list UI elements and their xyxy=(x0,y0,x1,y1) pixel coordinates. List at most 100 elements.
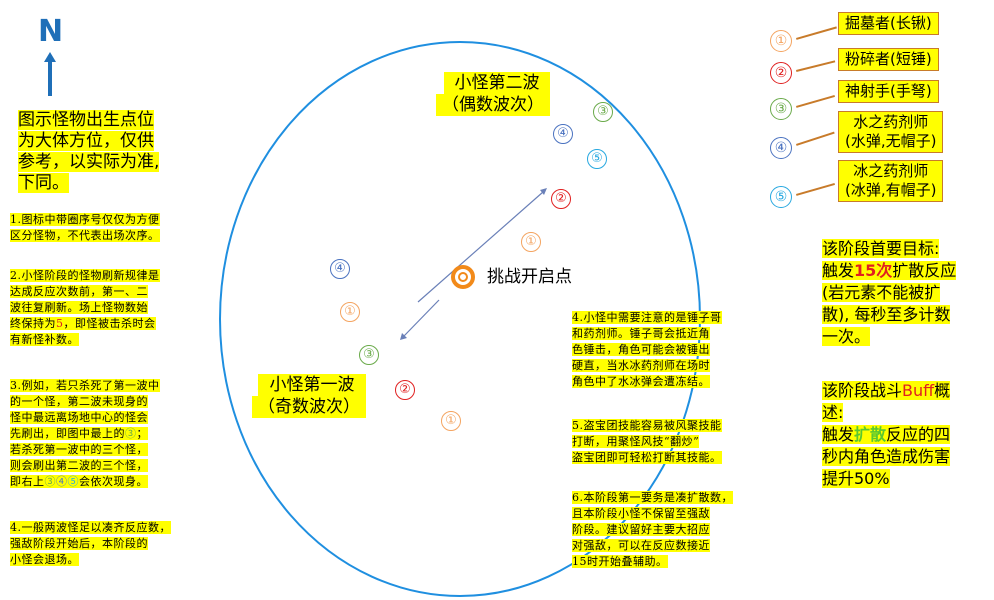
note-line: 1.图标中带圈序号仅仅为方便 xyxy=(10,213,160,226)
note-line: 6.本阶段第一要务是凑扩散数， xyxy=(572,491,733,504)
note-text: ； xyxy=(136,427,148,440)
wave1-subtitle: （奇数波次） xyxy=(252,396,366,418)
buff-text: 该阶段战斗 xyxy=(822,381,903,400)
goal-text: 触发 xyxy=(822,261,855,280)
legend-entry-marksman: 神射手(手弩) xyxy=(838,80,939,103)
intro-note: 图示怪物出生点位 为大体方位，仅供 参考，以实际为准, 下同。 xyxy=(18,110,196,194)
monster-count: 5 xyxy=(56,317,64,330)
note-2: 2.小怪阶段的怪物刷新规律是 达成反应次数前，第一、二 波往复刷新。场上怪物数始… xyxy=(10,268,160,348)
note-line: 硬直，当水冰药剂师在场时 xyxy=(572,359,710,372)
swirl-keyword: 扩散 xyxy=(854,425,887,444)
legend-line-1: 冰之药剂师 xyxy=(853,162,929,180)
legend-entry-cryo-potioneer: 冰之药剂师 (冰弹,有帽子) xyxy=(838,160,944,202)
legend-connector xyxy=(796,131,835,146)
note-line: 先刷出，即图中最上的③； xyxy=(10,427,148,440)
note-line: 有新怪补数。 xyxy=(10,333,79,346)
note-line: 即右上③④⑤会依次现身。 xyxy=(10,475,148,488)
wave1-direction-arrow xyxy=(400,299,440,340)
goal-line: (岩元素不能被扩 xyxy=(822,283,941,302)
note-line: 和药剂师。锤子哥会抵近角 xyxy=(572,327,710,340)
note-line: 则会刷出第二波的三个怪， xyxy=(10,459,148,472)
note-text: 即右上 xyxy=(10,475,45,488)
spawn-marker-wave1-4: ④ xyxy=(330,259,350,279)
goal-text: 扩散反应 xyxy=(892,261,957,280)
note-line: 且本阶段小怪不保留至强敌 xyxy=(572,507,710,520)
wave1-label: 小怪第一波 （奇数波次） xyxy=(252,374,366,418)
marker-ref: ④ xyxy=(56,475,68,488)
note-line: 15时开始叠辅助。 xyxy=(572,555,668,568)
note-line: 色锤击，角色可能会被锤出 xyxy=(572,343,710,356)
note-line: 小怪会退场。 xyxy=(10,553,79,566)
goal-line: 该阶段首要目标: xyxy=(822,239,940,258)
buff-line: 触发扩散反应的四 xyxy=(822,425,951,444)
intro-line: 为大体方位，仅供 xyxy=(18,131,154,151)
note-line: 区分怪物，不代表出场次序。 xyxy=(10,229,160,242)
buff-text: 概 xyxy=(934,381,951,400)
spawn-marker-wave2-1: ① xyxy=(521,232,541,252)
wave2-direction-arrow xyxy=(417,188,547,303)
buff-line: 提升50% xyxy=(822,469,890,488)
buff-word: Buff xyxy=(902,381,935,400)
legend-marker-5: ⑤ xyxy=(770,186,792,208)
stage-goal: 该阶段首要目标: 触发15次扩散反应 (岩元素不能被扩 散), 每秒至多计数 一… xyxy=(822,238,988,348)
legend-connector xyxy=(796,182,835,196)
legend-marker-4: ④ xyxy=(770,137,792,159)
goal-line: 散), 每秒至多计数 xyxy=(822,305,951,324)
note-line: 阶段。建议留好主要大招应 xyxy=(572,523,710,536)
legend-entry-gravedigger: 掘墓者(长锹) xyxy=(838,12,939,35)
note-line: 怪中最远离场地中心的怪会 xyxy=(10,411,148,424)
spawn-marker-wave2-5: ⑤ xyxy=(587,149,607,169)
legend-line-2: (冰弹,有帽子) xyxy=(845,181,937,199)
note-text: ，即怪被击杀时会 xyxy=(63,317,156,330)
challenge-start-point-icon xyxy=(451,265,475,289)
reaction-count: 15次 xyxy=(854,261,893,280)
note-line: 打断，用聚怪风技“翻炒” xyxy=(572,435,700,448)
legend-entry-crusher: 粉碎者(短锤) xyxy=(838,48,939,71)
legend-marker-1: ① xyxy=(770,30,792,52)
note-1: 1.图标中带圈序号仅仅为方便 区分怪物，不代表出场次序。 xyxy=(10,212,160,244)
legend-connector xyxy=(796,60,836,72)
note-line: 角色中了水冰弹会遭冻结。 xyxy=(572,375,710,388)
goal-line: 触发15次扩散反应 xyxy=(822,261,957,280)
note-line: 的一个怪，第二波未现身的 xyxy=(10,395,148,408)
buff-line: 秒内角色造成伤害 xyxy=(822,447,951,466)
note-line: 达成反应次数前，第一、二 xyxy=(10,285,148,298)
note-text: 先刷出，即图中最上的 xyxy=(10,427,125,440)
wave2-label: 小怪第二波 （偶数波次） xyxy=(436,72,550,116)
legend-marker-3: ③ xyxy=(770,98,792,120)
legend-line-1: 水之药剂师 xyxy=(853,113,929,131)
note-line: 4.一般两波怪足以凑齐反应数， xyxy=(10,521,171,534)
legend-connector xyxy=(796,26,837,40)
spawn-marker-wave1-2: ② xyxy=(395,380,415,400)
note-line: 终保持为5，即怪被击杀时会 xyxy=(10,317,156,330)
note-4b: 4.小怪中需要注意的是锤子哥 和药剂师。锤子哥会抵近角 色锤击，角色可能会被锤出… xyxy=(572,310,722,390)
spawn-marker-wave1-3: ③ xyxy=(359,345,379,365)
note-4: 4.一般两波怪足以凑齐反应数， 强敌阶段开始后，本阶段的 小怪会退场。 xyxy=(10,520,171,568)
note-line: 若杀死第一波中的三个怪， xyxy=(10,443,148,456)
note-line: 5.盗宝团技能容易被风聚技能 xyxy=(572,419,722,432)
legend-marker-2: ② xyxy=(770,62,792,84)
note-line: 4.小怪中需要注意的是锤子哥 xyxy=(572,311,722,324)
spawn-marker-wave2-3: ③ xyxy=(593,102,613,122)
buff-text: 反应的四 xyxy=(886,425,951,444)
stage-buff: 该阶段战斗Buff概 述: 触发扩散反应的四 秒内角色造成伤害 提升50% xyxy=(822,380,988,490)
note-text: 会依次现身。 xyxy=(79,475,148,488)
wave2-title: 小怪第二波 xyxy=(444,72,550,94)
marker-ref: ⑤ xyxy=(67,475,79,488)
wave1-title: 小怪第一波 xyxy=(258,374,366,396)
challenge-start-label: 挑战开启点 xyxy=(487,267,572,287)
marker-ref: ③ xyxy=(44,475,56,488)
intro-line: 图示怪物出生点位 xyxy=(18,110,154,130)
note-3: 3.例如，若只杀死了第一波中 的一个怪，第二波未现身的 怪中最远离场地中心的怪会… xyxy=(10,378,160,490)
note-line: 盗宝团即可轻松打断其技能。 xyxy=(572,451,722,464)
north-arrow-icon xyxy=(44,52,56,96)
spawn-marker-wave2-4: ④ xyxy=(553,124,573,144)
note-6: 6.本阶段第一要务是凑扩散数， 且本阶段小怪不保留至强敌 阶段。建议留好主要大招… xyxy=(572,490,733,570)
note-line: 2.小怪阶段的怪物刷新规律是 xyxy=(10,269,160,282)
note-text: 终保持为 xyxy=(10,317,56,330)
intro-line: 下同。 xyxy=(18,173,69,193)
legend-entry-hydro-potioneer: 水之药剂师 (水弹,无帽子) xyxy=(838,111,944,153)
wave2-subtitle: （偶数波次） xyxy=(436,94,550,116)
legend-line-2: (水弹,无帽子) xyxy=(845,132,937,150)
marker-ref: ③ xyxy=(125,427,137,440)
